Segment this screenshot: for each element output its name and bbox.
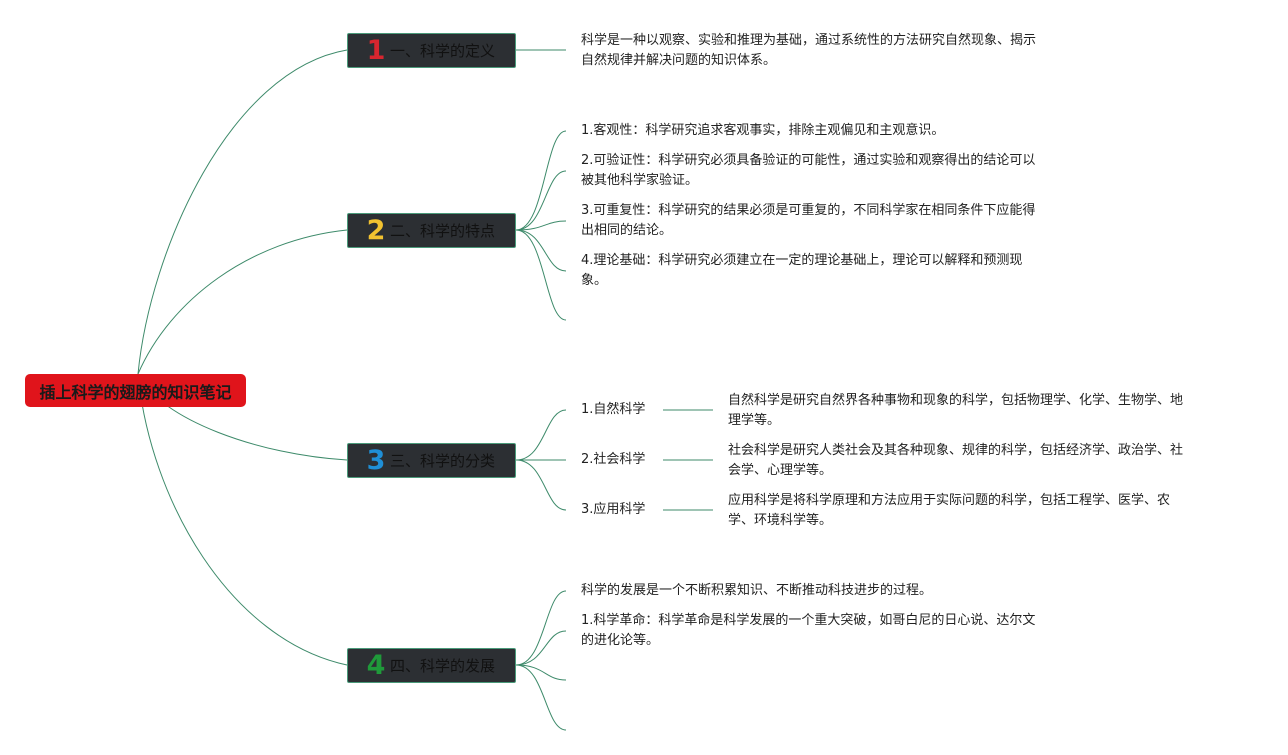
topic-number-1: 1 <box>366 35 386 66</box>
link-topic-2-item-3 <box>515 220 567 231</box>
text-line: 社会科学是研究人类社会及其各种现象、规律的科学，包括经济学、政治学、社 <box>728 443 1184 458</box>
text-line: 出相同的结论。 <box>581 223 673 238</box>
topic-label: 四、科学的发展 <box>390 656 496 675</box>
link-topic-4-item-2 <box>515 630 567 666</box>
link-topic-4-item-3 <box>515 664 567 681</box>
category-name-natural: 1.自然科学 <box>581 402 646 417</box>
text-line: 3.可重复性：科学研究的结果必须是可重复的，不同科学家在相同条件下应能得 <box>581 203 1036 218</box>
topic-number-2: 2 <box>366 215 386 246</box>
category-desc-natural: 自然科学是研究自然界各种事物和现象的科学，包括物理学、化学、生物学、地 理学等。 <box>728 391 1183 431</box>
link-topic-4-item-1 <box>515 590 567 666</box>
definition-text: 科学是一种以观察、实验和推理为基础，通过系统性的方法研究自然现象、揭示 自然规律… <box>581 31 1036 71</box>
text-line: 被其他科学家验证。 <box>581 173 699 188</box>
topic-number-3: 3 <box>366 445 386 476</box>
topic-label: 三、科学的分类 <box>390 451 496 470</box>
text-line: 科学是一种以观察、实验和推理为基础，通过系统性的方法研究自然现象、揭示 <box>581 33 1037 48</box>
topic-number-4: 4 <box>366 650 386 681</box>
link-root-topic-2 <box>137 229 348 375</box>
category-desc-applied: 应用科学是将科学原理和方法应用于实际问题的科学，包括工程学、医学、农 学、环境科… <box>728 491 1170 531</box>
link-topic-2-item-5 <box>515 229 567 321</box>
link-root-topic-4 <box>137 373 348 666</box>
text-line: 1.客观性：科学研究追求客观事实，排除主观偏见和主观意识。 <box>581 123 945 138</box>
link-topic-2-item-2 <box>515 170 567 231</box>
topic-node-classification[interactable]: 3 三、科学的分类 <box>347 443 516 478</box>
link-topic-2-item-4 <box>515 229 567 272</box>
text-line: 象。 <box>581 273 608 288</box>
text-line: 会学、心理学等。 <box>728 463 833 478</box>
text-line: 科学的发展是一个不断积累知识、不断推动科技进步的过程。 <box>581 583 933 598</box>
text-line: 学、环境科学等。 <box>728 513 833 528</box>
development-item-2: 1.科学革命：科学革命是科学发展的一个重大突破，如哥白尼的日心说、达尔文 的进化… <box>581 611 1035 651</box>
text-line: 1.科学革命：科学革命是科学发展的一个重大突破，如哥白尼的日心说、达尔文 <box>581 613 1036 628</box>
topic-label: 二、科学的特点 <box>390 221 496 240</box>
link-root-topic-1 <box>137 49 348 375</box>
development-item-1: 科学的发展是一个不断积累知识、不断推动科技进步的过程。 <box>581 581 932 601</box>
text-line: 自然科学是研究自然界各种事物和现象的科学，包括物理学、化学、生物学、地 <box>728 393 1184 408</box>
link-topic-3-item-1 <box>515 409 567 461</box>
feature-item-2: 2.可验证性：科学研究必须具备验证的可能性，通过实验和观察得出的结论可以 被其他… <box>581 151 1035 191</box>
text-line: 应用科学是将科学原理和方法应用于实际问题的科学，包括工程学、医学、农 <box>728 493 1171 508</box>
text-line: 4.理论基础：科学研究必须建立在一定的理论基础上，理论可以解释和预测现 <box>581 253 1023 268</box>
feature-item-3: 3.可重复性：科学研究的结果必须是可重复的，不同科学家在相同条件下应能得 出相同… <box>581 201 1035 241</box>
root-title: 插上科学的翅膀的知识笔记 <box>39 383 232 402</box>
link-topic-3-item-3 <box>515 459 567 511</box>
category-name-social: 2.社会科学 <box>581 452 646 467</box>
text-line: 的进化论等。 <box>581 633 660 648</box>
topic-node-development[interactable]: 4 四、科学的发展 <box>347 648 516 683</box>
feature-item-4: 4.理论基础：科学研究必须建立在一定的理论基础上，理论可以解释和预测现 象。 <box>581 251 1022 291</box>
text-line: 理学等。 <box>728 413 781 428</box>
category-name-applied: 3.应用科学 <box>581 502 646 517</box>
topic-node-features[interactable]: 2 二、科学的特点 <box>347 213 516 248</box>
link-topic-4-item-4 <box>515 664 567 731</box>
feature-item-1: 1.客观性：科学研究追求客观事实，排除主观偏见和主观意识。 <box>581 121 944 141</box>
text-line: 2.可验证性：科学研究必须具备验证的可能性，通过实验和观察得出的结论可以 <box>581 153 1036 168</box>
root-node[interactable]: 插上科学的翅膀的知识笔记 <box>25 374 246 407</box>
text-line: 自然规律并解决问题的知识体系。 <box>581 53 777 68</box>
category-desc-social: 社会科学是研究人类社会及其各种现象、规律的科学，包括经济学、政治学、社 会学、心… <box>728 441 1183 481</box>
link-topic-2-item-1 <box>515 130 567 231</box>
topic-label: 一、科学的定义 <box>390 41 496 60</box>
topic-node-definition[interactable]: 1 一、科学的定义 <box>347 33 516 68</box>
